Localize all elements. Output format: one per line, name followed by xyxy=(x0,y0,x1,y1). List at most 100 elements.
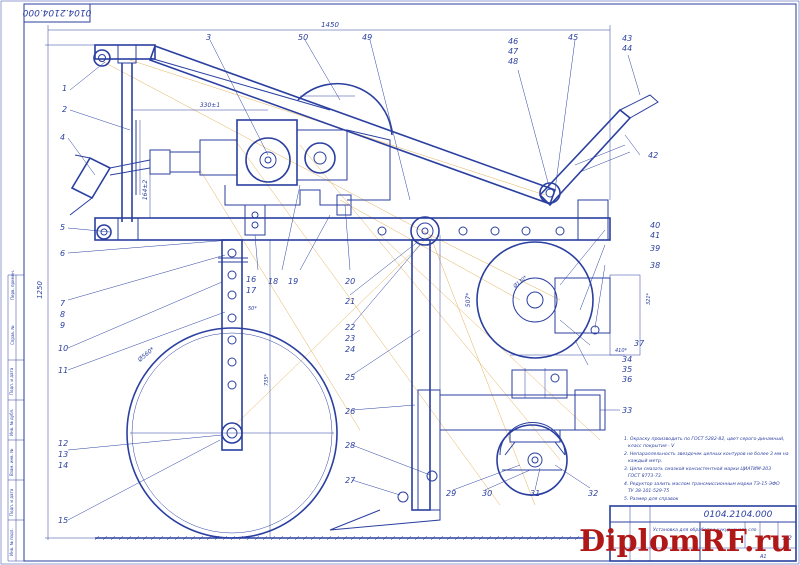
callout-7: 7 xyxy=(60,299,66,308)
top-number-box xyxy=(23,3,91,23)
technical-notes: 1. Окраску производить по ГОСТ 5282-82, … xyxy=(624,436,789,502)
note-4b: ТУ 38-101-529-75 xyxy=(628,488,669,494)
callout-2: 2 xyxy=(62,105,67,114)
callout-31: 31 xyxy=(530,489,540,498)
callout-11: 11 xyxy=(58,366,68,375)
callout-38: 38 xyxy=(650,261,660,270)
dim-height-mid: 164±2 xyxy=(142,180,149,200)
dim-offset-right: 410* xyxy=(615,348,628,354)
callout-48: 48 xyxy=(508,57,518,66)
dim-wheel-right: Ø130* xyxy=(511,274,529,291)
callout-34: 34 xyxy=(622,355,632,364)
stamp-text-5: Взам. инв. № xyxy=(9,449,14,476)
callout-47: 47 xyxy=(508,47,519,56)
watermark-suffix: .ru xyxy=(743,524,792,559)
note-1b: класс покрытия - V xyxy=(628,443,675,449)
hitch-frame xyxy=(93,44,557,222)
callout-30: 30 xyxy=(482,489,492,498)
callout-14: 14 xyxy=(58,461,68,470)
title-name: Установка для обработки кукурузного сло xyxy=(653,527,757,533)
dim-height-total: 1250 xyxy=(36,281,44,299)
callout-5: 5 xyxy=(60,223,65,232)
stamp-text-1: Перв. примен. xyxy=(10,270,15,300)
callout-27: 27 xyxy=(345,476,356,485)
central-post: 507* xyxy=(329,235,606,531)
dim-right-vert: 507* xyxy=(465,293,472,307)
stamp-text-7: Инв. № подл. xyxy=(9,528,14,556)
support-wheel: Ø560* xyxy=(126,327,338,539)
dim-width-total: 1450 xyxy=(321,21,339,29)
stamp-text-4: Инв. № дубл. xyxy=(9,409,14,436)
watermark: DiplomRF.ru xyxy=(579,524,792,559)
callout-21: 21 xyxy=(345,297,355,306)
callout-25: 25 xyxy=(345,373,355,382)
wheel-strut: 50* 735* xyxy=(218,239,271,538)
screw-adjuster xyxy=(538,94,659,207)
callout-32: 32 xyxy=(588,489,598,498)
note-3b: ГОСТ 8773-73. xyxy=(628,473,662,479)
callout-6: 6 xyxy=(60,249,65,258)
stamp-text-3: Подп. и дата xyxy=(9,367,14,395)
callout-18: 18 xyxy=(268,277,278,286)
callout-24: 24 xyxy=(345,345,355,354)
overall-dimensions: 1450 1250 xyxy=(36,21,611,540)
callout-10: 10 xyxy=(58,344,68,353)
callouts-top: 3 50 49 46 47 48 45 43 44 xyxy=(206,33,632,66)
callout-19: 19 xyxy=(288,277,298,286)
callout-45: 45 xyxy=(568,33,578,42)
title-block: 0104.2104.000 Установка для обработки ку… xyxy=(609,505,797,562)
callout-36: 36 xyxy=(622,375,632,384)
callout-46: 46 xyxy=(508,37,518,46)
callout-4: 4 xyxy=(60,133,65,142)
callout-41: 41 xyxy=(650,231,660,240)
callouts-middle: 16 17 18 19 20 21 22 23 24 25 26 28 27 xyxy=(246,275,356,485)
callouts-left: 1 2 4 5 6 7 8 9 10 11 12 13 14 15 xyxy=(58,84,68,525)
watermark-main: DiplomRF xyxy=(579,524,744,559)
callout-42: 42 xyxy=(648,151,658,160)
stamp-text-2: Справ. № xyxy=(10,326,15,345)
leader-lines xyxy=(67,39,641,521)
callout-8: 8 xyxy=(60,310,65,319)
ground xyxy=(94,535,595,541)
callout-35: 35 xyxy=(622,365,632,374)
callout-15: 15 xyxy=(58,516,68,525)
callout-39: 39 xyxy=(650,244,660,253)
left-stamps: Перв. примен. Справ. № Подп. и дата Инв.… xyxy=(7,270,24,562)
callout-20: 20 xyxy=(345,277,355,286)
title-format: A1 xyxy=(759,554,767,560)
callout-3: 3 xyxy=(206,33,211,42)
callouts-right: 42 40 41 39 38 37 34 35 36 33 29 30 31 3… xyxy=(446,151,660,498)
dim-h735: 735* xyxy=(264,373,270,386)
callout-12: 12 xyxy=(58,439,68,448)
callout-23: 23 xyxy=(345,334,355,343)
top-drawing-number: 0104.2104.000 xyxy=(22,7,91,17)
callout-28: 28 xyxy=(345,441,355,450)
stamp-text-6: Подп. и дата xyxy=(9,488,14,516)
callout-49: 49 xyxy=(362,33,372,42)
callout-37: 37 xyxy=(634,339,645,348)
callout-9: 9 xyxy=(60,321,65,330)
lower-rotor xyxy=(496,422,568,496)
note-5: 5. Размер для справок xyxy=(624,496,679,502)
note-2a: 2. Непараллельность звездочек цепных кон… xyxy=(624,451,789,457)
main-beam xyxy=(94,199,611,246)
reducer-housing xyxy=(199,82,393,236)
callout-50: 50 xyxy=(298,33,308,42)
dim-arm: 330±1 xyxy=(200,102,220,109)
dim-right-box: 321* xyxy=(646,292,652,305)
callout-1: 1 xyxy=(62,84,67,93)
note-2b: каждый метр. xyxy=(628,458,662,464)
callout-29: 29 xyxy=(446,489,456,498)
callout-26: 26 xyxy=(345,407,355,416)
callout-44: 44 xyxy=(622,44,632,53)
note-4a: 4. Редуктор залить маслом трансмиссионны… xyxy=(624,481,780,487)
callout-22: 22 xyxy=(345,323,355,332)
callout-43: 43 xyxy=(622,34,632,43)
sheet-frame-inner xyxy=(23,3,797,562)
title-drawing-number: 0104.2104.000 xyxy=(704,510,773,520)
dim-wheel-dia: Ø560* xyxy=(136,346,156,364)
title-scale: 1:2 xyxy=(782,535,792,542)
note-3a: 3. Цепи смазать смазкой консистентной ма… xyxy=(624,466,771,472)
